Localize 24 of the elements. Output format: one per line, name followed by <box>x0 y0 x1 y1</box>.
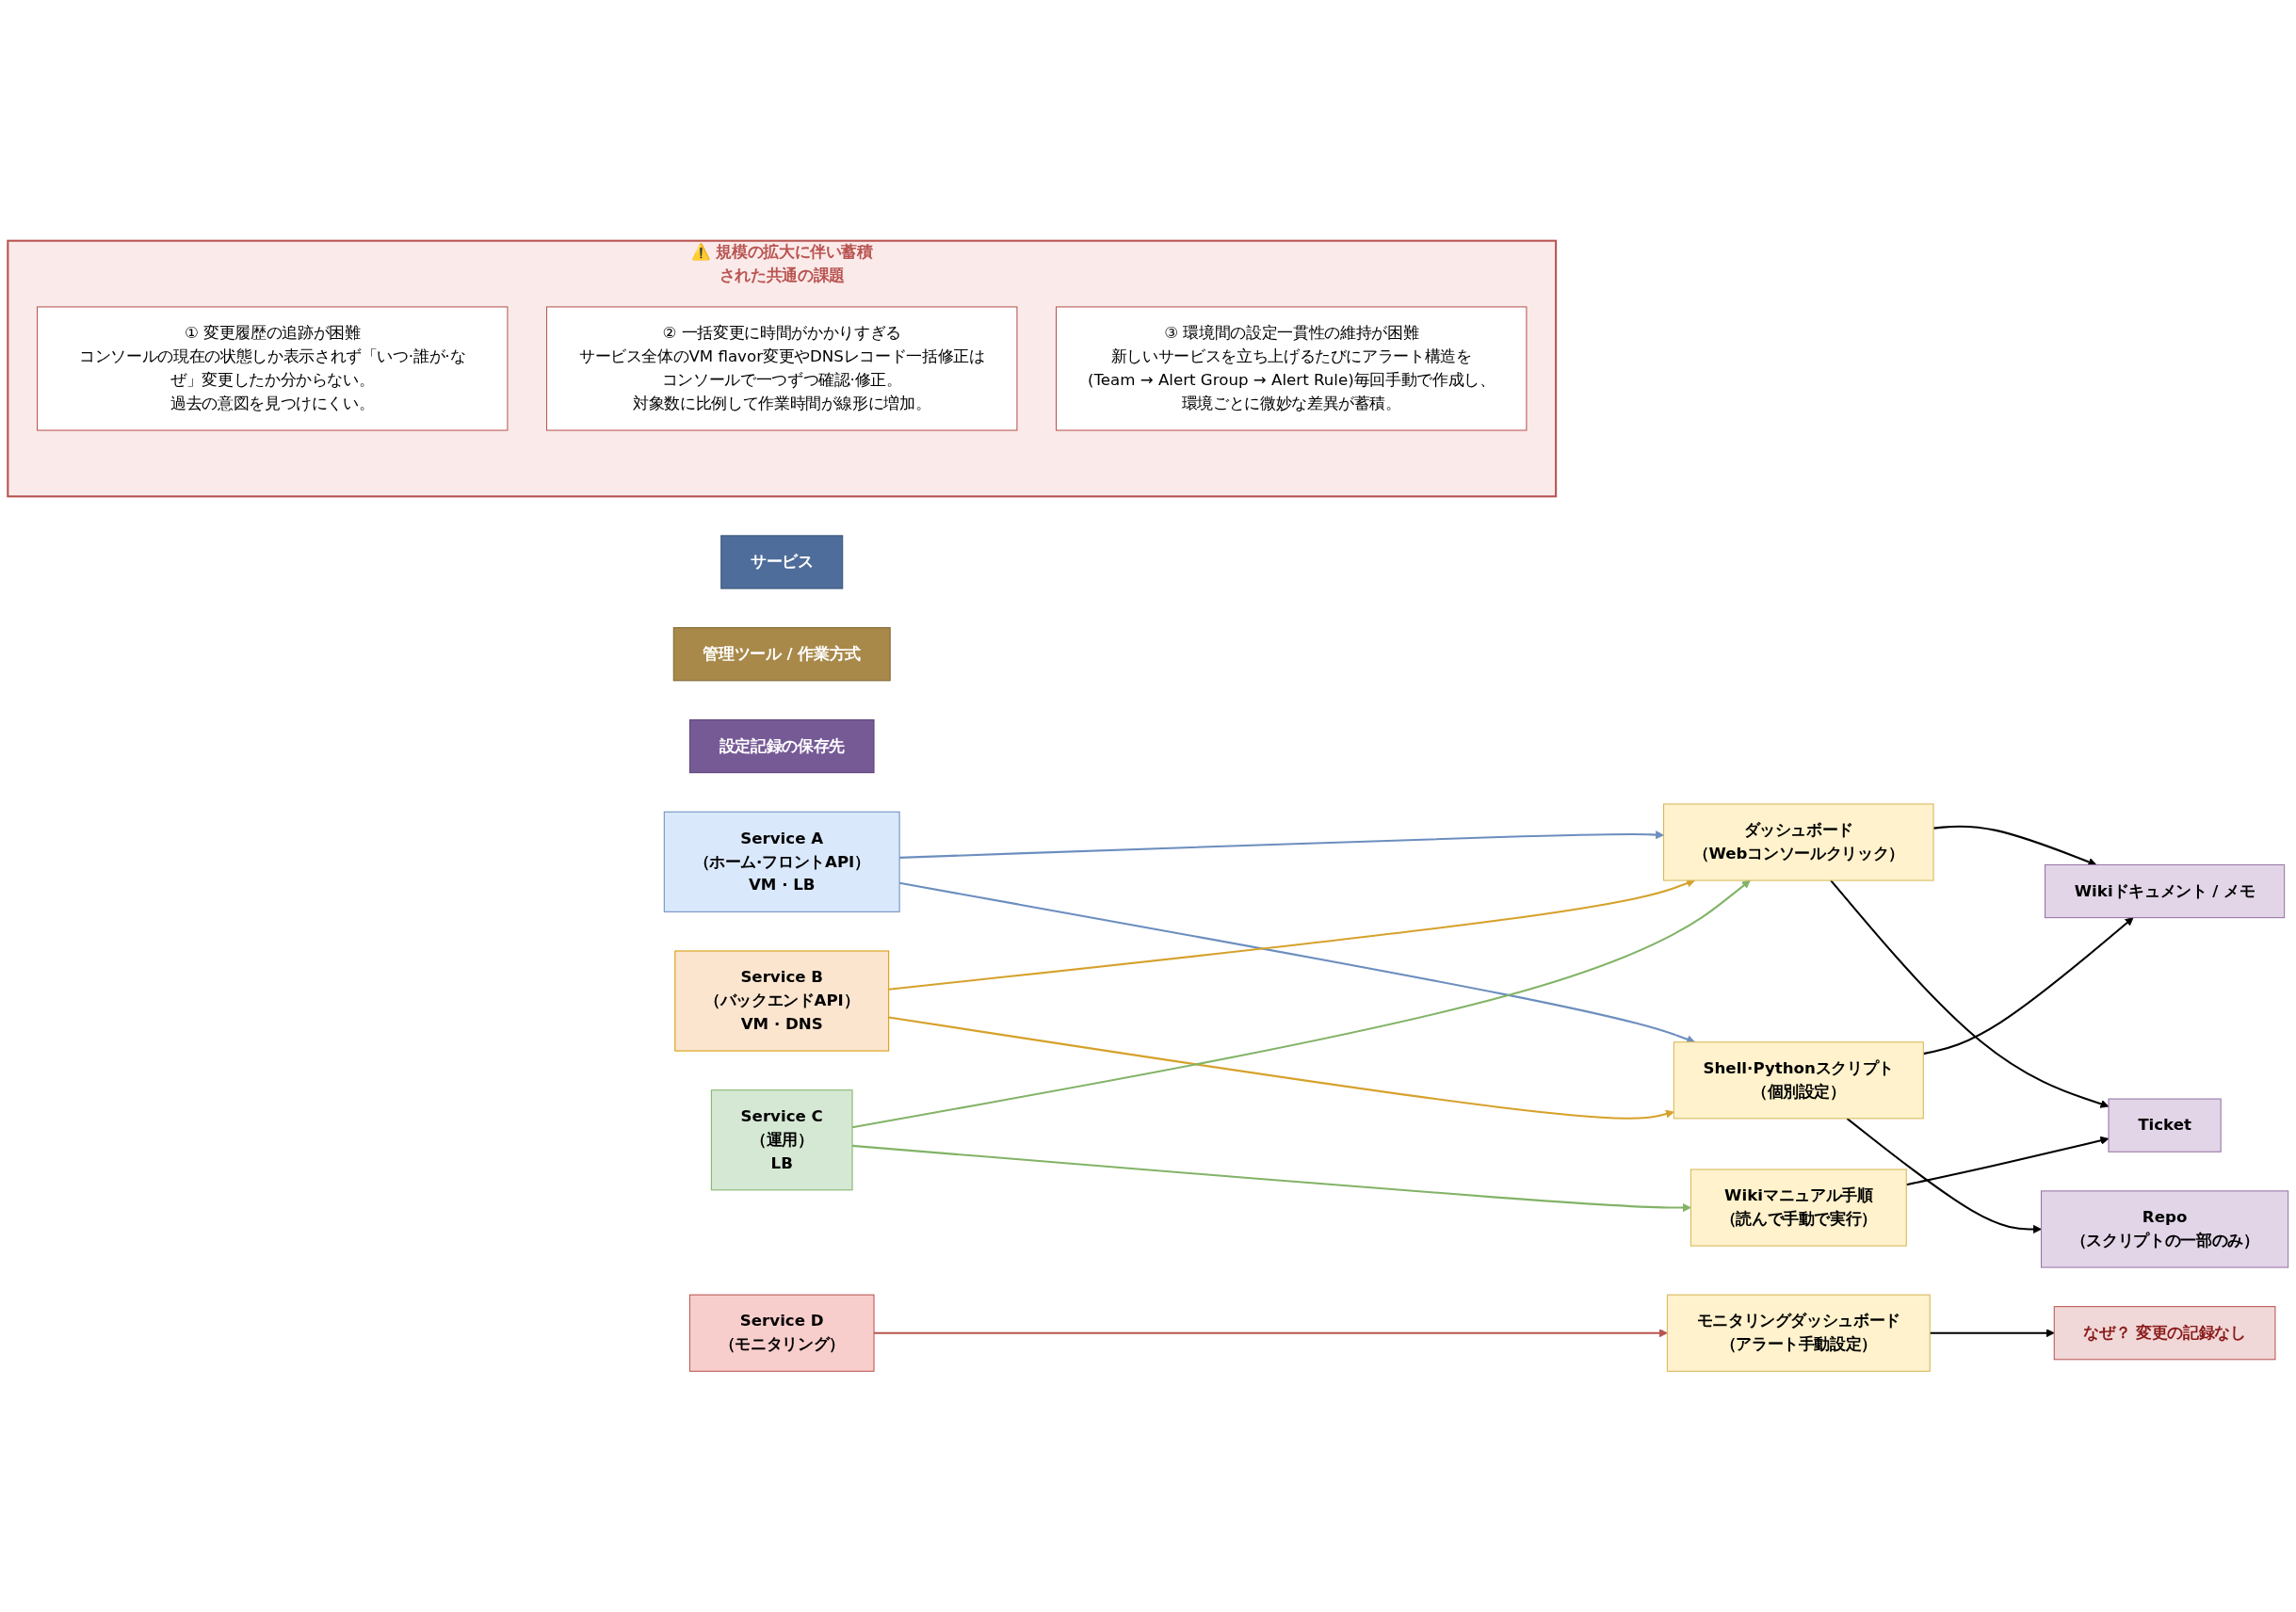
node-box: Repo （スクリプトの一部のみ） <box>2041 1190 2289 1268</box>
node-box: ③ 環境間の設定一貫性の維持が困難 新しいサービスを立ち上げるたびにアラート構造を(Team → Alert Group → Alert Rule)毎回手動で作成し、環境ごとに微妙な差異が蓄積。 <box>1056 306 1528 431</box>
arrow <box>899 830 1664 859</box>
node-box: サービス <box>720 535 844 589</box>
node-box: 設定記録の保存先 <box>688 718 875 774</box>
arrow <box>1846 1118 2042 1233</box>
arrow <box>1930 1329 2055 1338</box>
node-box: モニタリングダッシュボード （アラート手動設定） <box>1666 1294 1931 1372</box>
arrow <box>874 1329 1668 1338</box>
arrow <box>888 1016 1674 1120</box>
node-box: Wikiマニュアル手順 （読んで手動で実行） <box>1690 1169 1907 1247</box>
node-box: Service D （モニタリング） <box>688 1294 875 1372</box>
node-box: ① 変更履歴の追跡が困難 コンソールの現在の状態しか表示されず「いつ·誰が·なぜ」変更したか分からない。 過去の意図を見つけにくい。 <box>37 306 509 431</box>
node-box: ダッシュボード （Webコンソールクリック） <box>1663 803 1934 881</box>
node-box: ② 一括変更に時間がかかりすぎる サービス全体のVM flavor変更やDNSレコード一括修正はコンソールで一つずつ確認·修正。 対象数に比例して作業時間が線形に増加。 <box>546 306 1018 431</box>
node-box: Wikiドキュメント / メモ <box>2045 863 2286 919</box>
node-box: なぜ？ 変更の記録なし <box>2053 1306 2276 1361</box>
node-box: Shell·Pythonスクリプト （個別設定） <box>1673 1041 1924 1120</box>
node-box: Service B （バックエンドAPI） VM · DNS <box>674 950 890 1052</box>
node-box: Service A （ホーム·フロントAPI） VM · LB <box>663 811 900 912</box>
arrow <box>1923 917 2134 1056</box>
node-box: 管理ツール / 作業方式 <box>672 627 891 682</box>
node-box: Ticket <box>2108 1098 2222 1153</box>
node-box: Service C （運用） LB <box>710 1089 853 1191</box>
